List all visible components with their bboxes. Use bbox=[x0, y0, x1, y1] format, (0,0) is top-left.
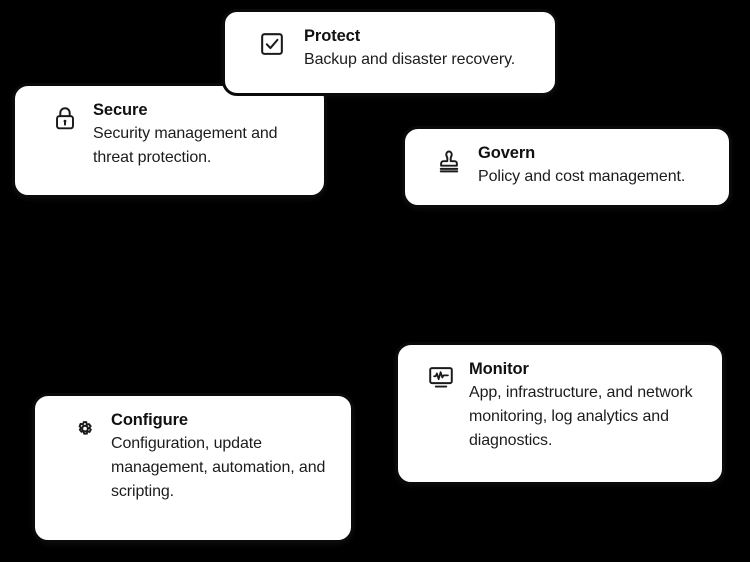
card-secure[interactable]: Secure Security management and threat pr… bbox=[12, 83, 327, 198]
card-title: Protect bbox=[304, 27, 361, 45]
card-protect[interactable]: Protect Backup and disaster recovery. bbox=[222, 9, 558, 96]
checkbox-checked-icon bbox=[257, 29, 287, 59]
monitor-pulse-icon bbox=[426, 362, 456, 392]
card-govern[interactable]: Govern Policy and cost management. bbox=[402, 126, 732, 208]
card-title: Configure bbox=[111, 411, 189, 429]
gear-icon bbox=[70, 413, 100, 443]
card-description: Policy and cost management. bbox=[478, 168, 686, 186]
card-title: Secure bbox=[93, 101, 148, 119]
card-description: Security management and threat protectio… bbox=[93, 125, 278, 167]
stamp-icon bbox=[434, 146, 464, 176]
card-title: Govern bbox=[478, 144, 536, 162]
card-description: Backup and disaster recovery. bbox=[304, 51, 516, 69]
card-configure[interactable]: Configure Configuration, update manageme… bbox=[32, 393, 354, 543]
lock-icon bbox=[50, 103, 80, 133]
card-description: Configuration, update management, automa… bbox=[111, 435, 326, 501]
card-title: Monitor bbox=[469, 360, 529, 378]
card-monitor[interactable]: Monitor App, infrastructure, and network… bbox=[395, 342, 725, 485]
card-description: App, infrastructure, and network monitor… bbox=[469, 384, 693, 450]
